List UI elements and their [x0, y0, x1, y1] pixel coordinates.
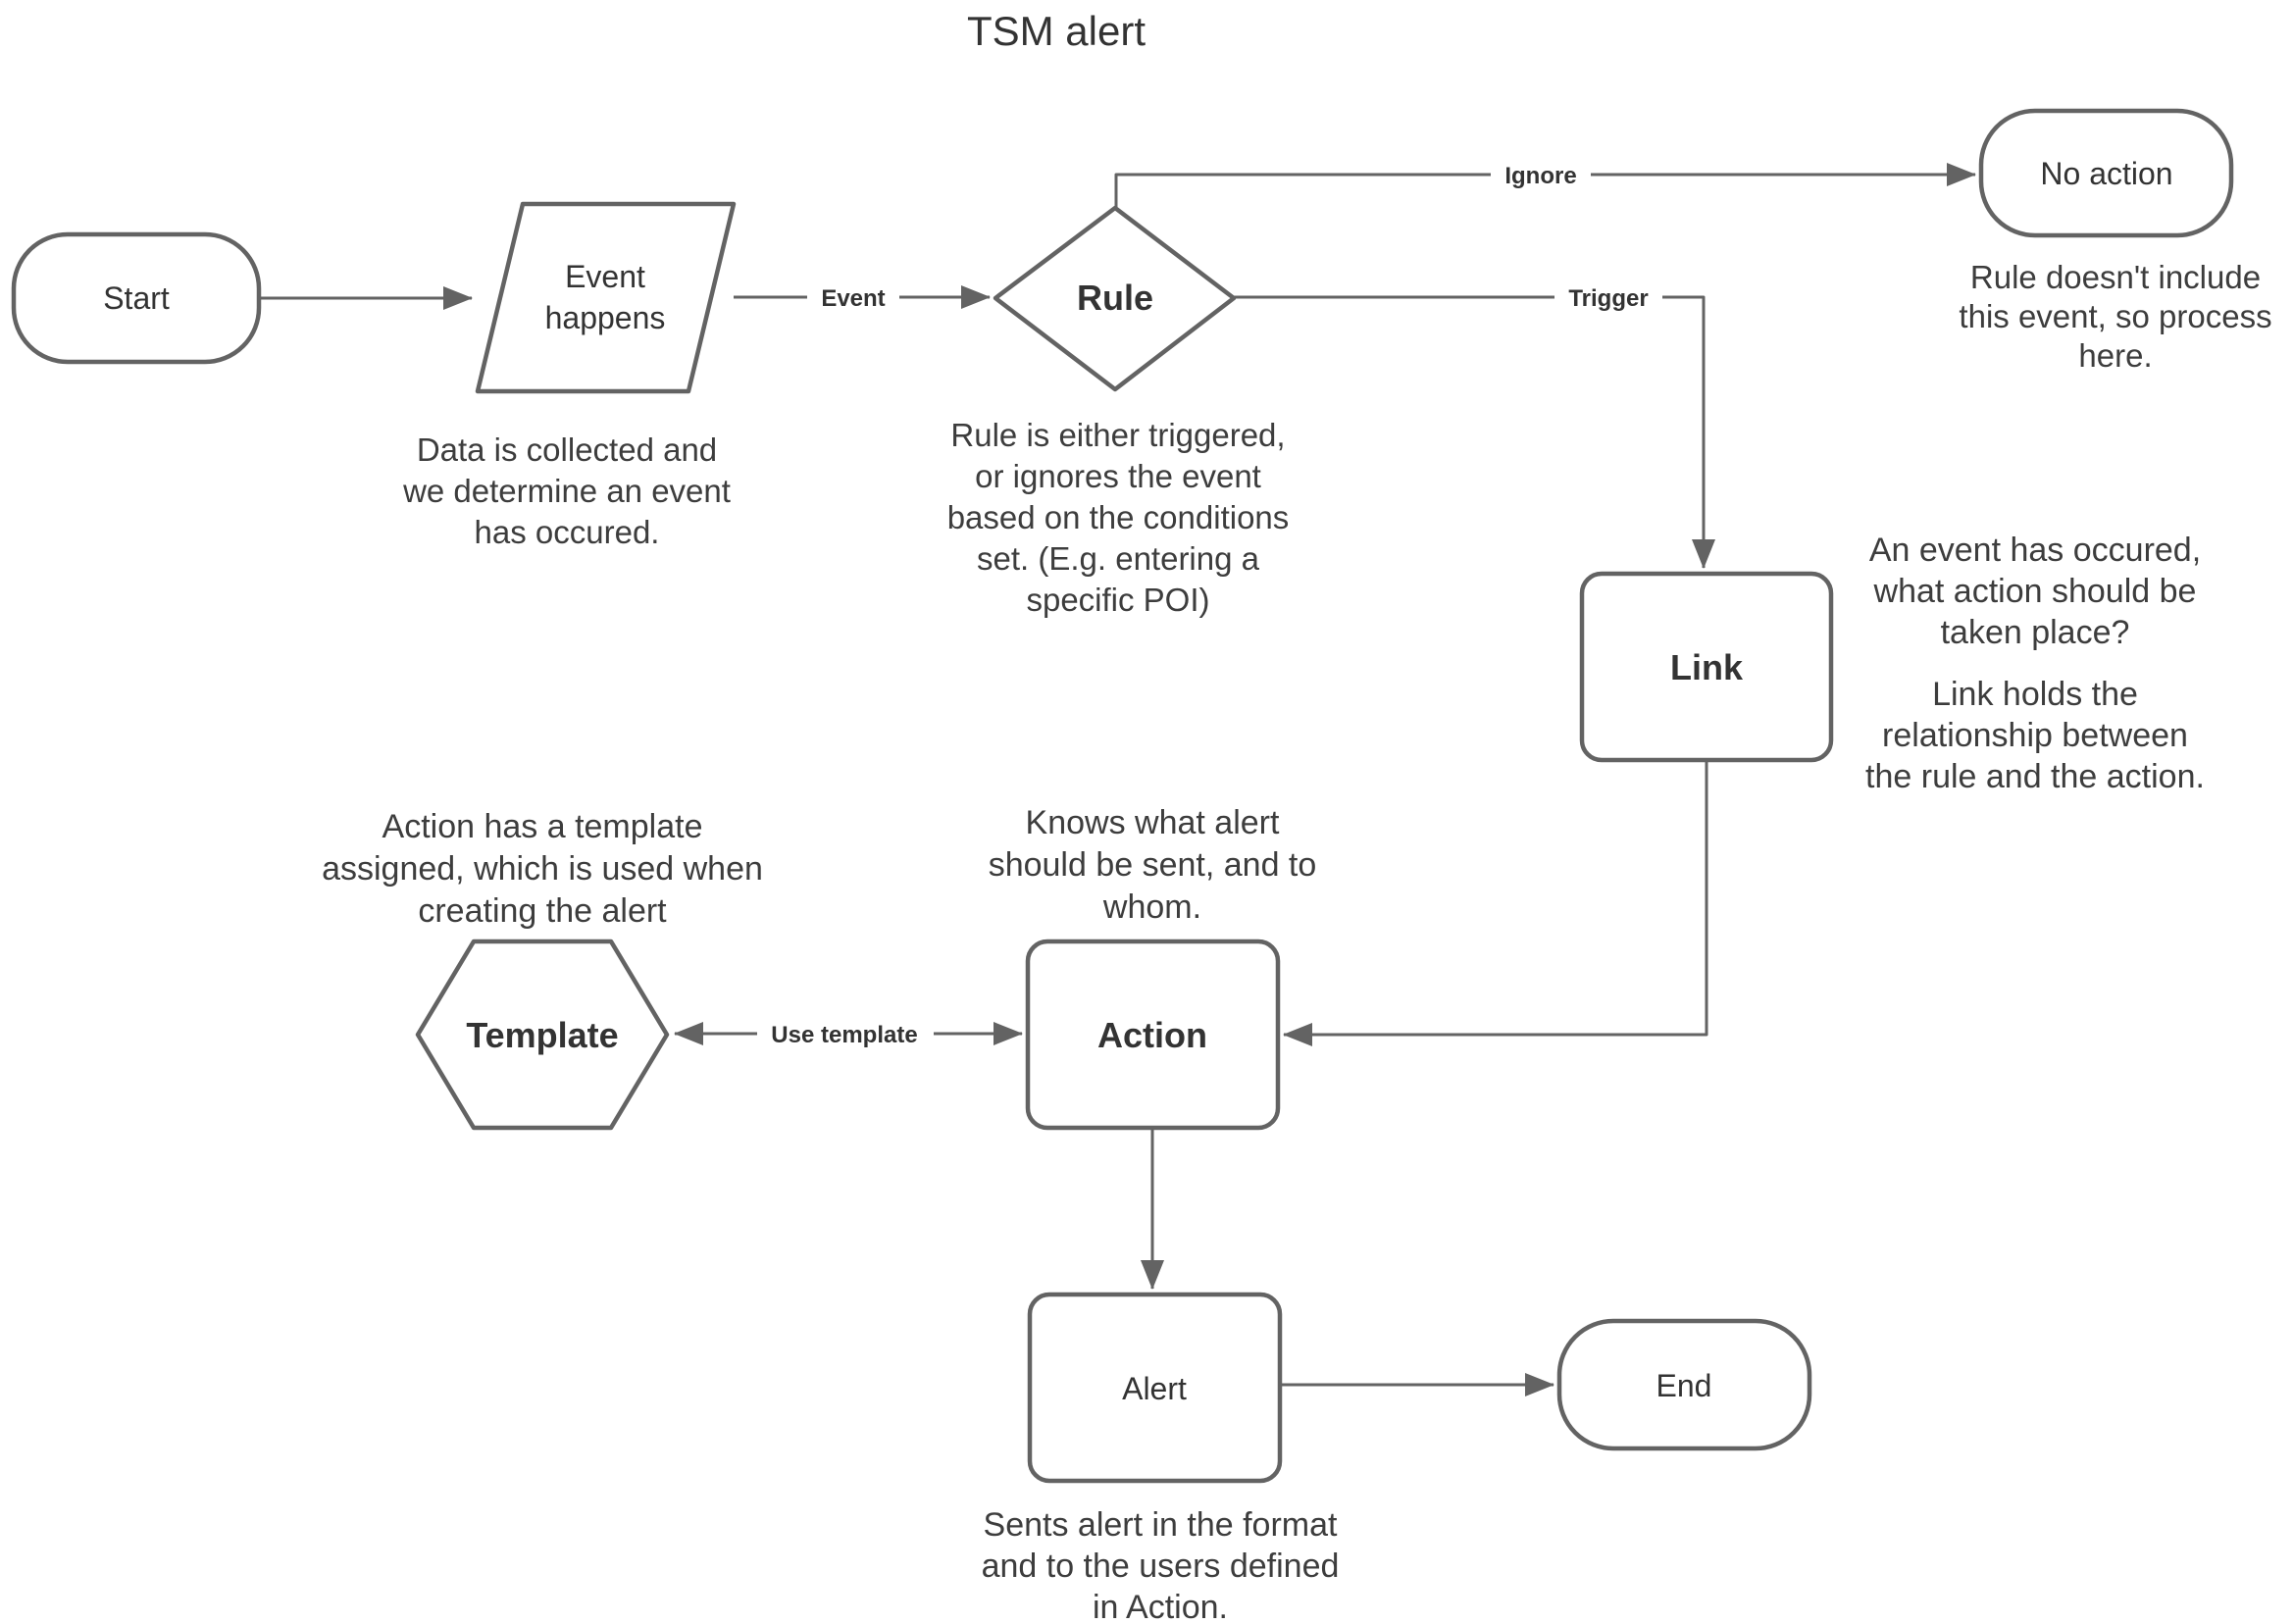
edge-label-event: Event: [821, 285, 885, 312]
note-line: should be sent, and to: [989, 846, 1317, 884]
start-node: Start: [11, 231, 262, 365]
action-label: Action: [1097, 1015, 1207, 1055]
edge-link-to-action: [1283, 760, 1708, 1046]
link-note: An event has occured, what action should…: [1865, 532, 2205, 795]
note-line: Sents alert in the format: [984, 1506, 1339, 1544]
template-label: Template: [466, 1015, 618, 1055]
note-line: the rule and the action.: [1865, 758, 2205, 795]
start-label: Start: [103, 280, 170, 316]
note-line: based on the conditions: [947, 499, 1290, 535]
action-node: Action: [1025, 939, 1281, 1131]
note-line: this event, so process: [1959, 298, 2271, 334]
note-line: relationship between: [1882, 717, 2188, 754]
note-line: Rule doesn't include: [1970, 259, 2261, 295]
annotations: Data is collected and we determine an ev…: [322, 259, 2271, 1624]
edge-labels: Event Ignore Trigger Use template: [757, 157, 1662, 1051]
note-line: assigned, which is used when: [322, 850, 763, 888]
note-line: what action should be: [1873, 573, 2197, 610]
event-happens-label-line2: happens: [545, 300, 666, 335]
note-line: specific POI): [1026, 582, 1209, 618]
event-happens-shape: [475, 201, 737, 394]
note-line: Knows what alert: [1026, 804, 1280, 841]
diagram-title: TSM alert: [967, 8, 1146, 54]
link-node: Link: [1579, 571, 1834, 763]
alert-shape: [1027, 1292, 1283, 1484]
edge-label-use-template: Use template: [771, 1022, 917, 1048]
alert-node: Alert: [1027, 1292, 1283, 1484]
edge-label-bg: [1554, 279, 1662, 315]
note-line: Action has a template: [382, 808, 703, 845]
action-shape: [1025, 939, 1281, 1131]
link-shape: [1579, 571, 1834, 763]
no-action-shape: [1978, 108, 2234, 238]
edge-label-bg: [757, 1016, 934, 1051]
note-line: whom.: [1102, 888, 1201, 926]
note-line: Link holds the: [1932, 676, 2138, 713]
action-note: Knows what alert should be sent, and to …: [989, 804, 1317, 926]
edge-label-ignore: Ignore: [1504, 163, 1576, 189]
no-action-note: Rule doesn't include this event, so proc…: [1959, 259, 2271, 374]
rule-label: Rule: [1077, 278, 1153, 318]
alert-label: Alert: [1122, 1371, 1187, 1406]
nodes: Start Event happens Rule No action Link …: [11, 108, 2234, 1484]
note-line: has occured.: [475, 514, 660, 550]
rule-node: Rule: [993, 205, 1237, 392]
no-action-label: No action: [2040, 156, 2172, 191]
note-line: here.: [2078, 337, 2152, 374]
note-line: we determine an event: [402, 473, 731, 509]
note-line: and to the users defined: [982, 1548, 1340, 1585]
edge-label-bg: [1491, 157, 1591, 192]
no-action-node: No action: [1978, 108, 2234, 238]
note-line: set. (E.g. entering a: [977, 540, 1260, 577]
link-label: Link: [1670, 647, 1744, 687]
template-note: Action has a template assigned, which is…: [322, 808, 763, 930]
event-happens-label-line1: Event: [565, 259, 645, 294]
rule-note: Rule is either triggered, or ignores the…: [947, 417, 1290, 618]
alert-note: Sents alert in the format and to the use…: [982, 1506, 1340, 1624]
note-line: An event has occured,: [1869, 532, 2201, 569]
note-line: or ignores the event: [975, 458, 1261, 494]
event-happens-node: Event happens: [475, 201, 737, 394]
edge-label-bg: [807, 279, 899, 315]
end-label: End: [1656, 1368, 1712, 1403]
start-shape: [11, 231, 262, 365]
note-line: in Action.: [1093, 1589, 1228, 1624]
end-node: End: [1556, 1318, 1812, 1451]
event-happens-note: Data is collected and we determine an ev…: [402, 431, 731, 550]
edge-label-trigger: Trigger: [1568, 285, 1648, 312]
end-shape: [1556, 1318, 1812, 1451]
note-line: Rule is either triggered,: [950, 417, 1285, 453]
edge-rule-to-no-action: [1114, 163, 1976, 208]
note-line: creating the alert: [418, 892, 667, 930]
rule-shape: [993, 205, 1237, 392]
note-line: taken place?: [1941, 614, 2130, 651]
edge-rule-to-link: [1234, 295, 1715, 569]
template-node: Template: [415, 939, 670, 1131]
template-shape: [415, 939, 670, 1131]
note-line: Data is collected and: [417, 431, 717, 468]
